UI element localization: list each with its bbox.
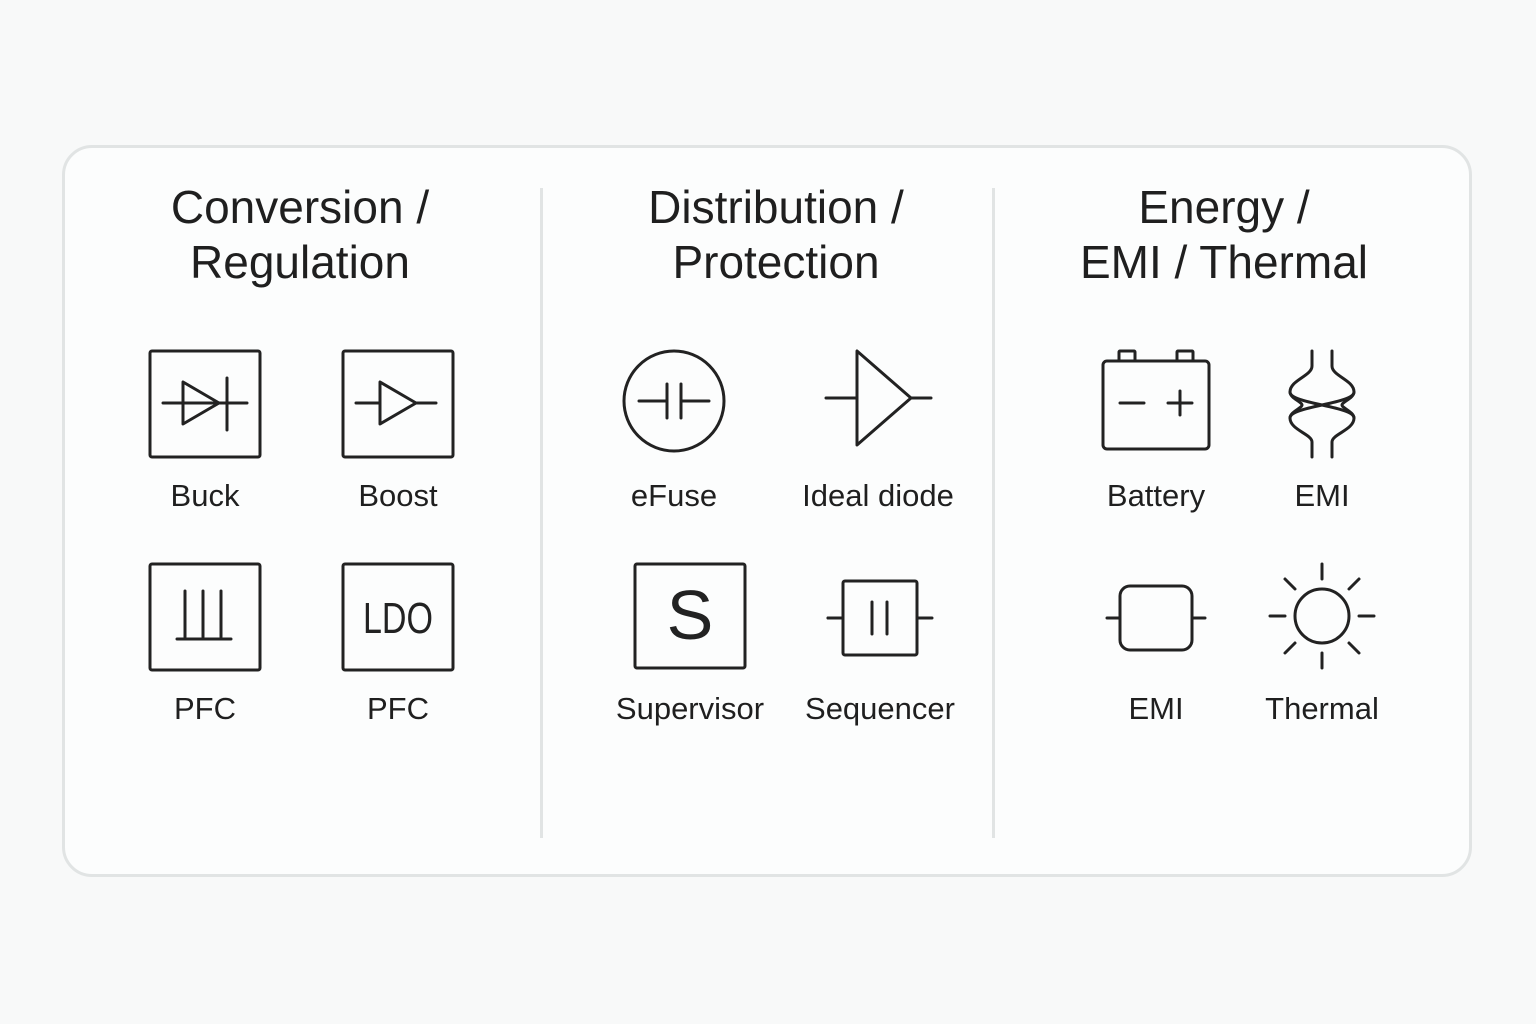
item-label: eFuse	[630, 478, 718, 513]
buck-converter-icon	[148, 349, 262, 459]
emi-coil-icon	[1288, 349, 1356, 459]
item-label: Thermal	[1265, 691, 1379, 726]
item-emi-coil: EMI	[1212, 348, 1432, 513]
item-label: Buck	[170, 478, 240, 513]
boost-converter-icon	[341, 349, 455, 459]
battery-icon	[1101, 349, 1211, 451]
item-efuse: eFuse	[564, 348, 784, 513]
thermal-sun-icon	[1268, 562, 1376, 670]
ldo-icon-text: LDO	[363, 594, 433, 643]
item-thermal: Thermal	[1212, 561, 1432, 726]
diagram-card	[62, 145, 1472, 877]
item-label: EMI	[1128, 691, 1184, 726]
item-ideal-diode: Ideal diode	[768, 348, 988, 513]
column-title-line-2: Protection	[672, 236, 880, 288]
ldo-icon: LDO	[341, 562, 455, 672]
item-emi-filter: EMI	[1046, 561, 1266, 726]
emi-filter-icon	[1105, 584, 1207, 652]
ideal-diode-icon	[824, 349, 933, 447]
item-ldo: LDO PFC	[288, 561, 508, 726]
item-buck: Buck	[95, 348, 315, 513]
item-boost: Boost	[288, 348, 508, 513]
item-sequencer: Sequencer	[770, 561, 990, 726]
column-title-conversion-regulation: Conversion / Regulation	[80, 180, 520, 290]
column-title-line-1: Distribution /	[648, 181, 904, 233]
item-label: Supervisor	[615, 691, 765, 726]
efuse-icon	[622, 349, 726, 453]
column-title-line-1: Energy /	[1138, 181, 1310, 233]
pfc-icon	[148, 562, 262, 672]
supervisor-icon-text: S	[667, 576, 714, 654]
column-divider-2	[992, 188, 995, 838]
column-title-line-2: EMI / Thermal	[1080, 236, 1368, 288]
item-label: Battery	[1106, 478, 1206, 513]
item-pfc: PFC	[95, 561, 315, 726]
column-divider-1	[540, 188, 543, 838]
column-title-distribution-protection: Distribution / Protection	[556, 180, 996, 290]
item-label: PFC	[174, 691, 236, 726]
item-label: PFC	[367, 691, 429, 726]
column-title-line-2: Regulation	[190, 236, 410, 288]
column-title-line-1: Conversion /	[170, 181, 430, 233]
supervisor-icon: S	[633, 562, 747, 670]
item-supervisor: S Supervisor	[580, 561, 800, 726]
item-battery: Battery	[1046, 348, 1266, 513]
column-title-energy-emi-thermal: Energy / EMI / Thermal	[1004, 180, 1444, 290]
item-label: Boost	[358, 478, 438, 513]
sequencer-icon	[826, 579, 934, 657]
item-label: EMI	[1294, 478, 1350, 513]
item-label: Ideal diode	[802, 478, 954, 513]
item-label: Sequencer	[805, 691, 955, 726]
